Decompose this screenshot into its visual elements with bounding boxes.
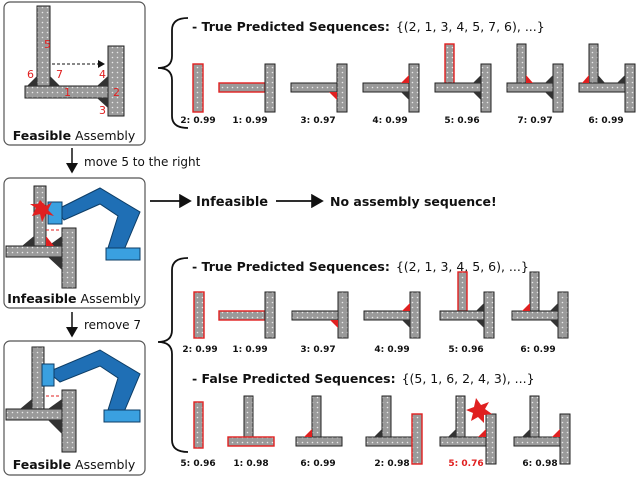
seq1-step-6 bbox=[506, 43, 564, 113]
step-label-move: move 5 to the right bbox=[84, 155, 201, 169]
seq1-caption: 6: 0.99 bbox=[588, 116, 623, 126]
bracket bbox=[22, 236, 34, 246]
collision-burst-icon bbox=[466, 398, 492, 423]
group-header-1: - True Predicted Sequences:{(2, 1, 3, 4,… bbox=[192, 19, 545, 34]
part-2-beam bbox=[61, 389, 77, 453]
part-label-2: 2 bbox=[113, 86, 120, 99]
seq1-caption: 7: 0.97 bbox=[517, 116, 552, 126]
group-header-2: - True Predicted Sequences:{(2, 1, 3, 4,… bbox=[192, 259, 529, 274]
part-label-5: 5 bbox=[44, 38, 51, 51]
group-header-3: - False Predicted Sequences:{(5, 1, 6, 2… bbox=[192, 371, 535, 386]
bracket bbox=[48, 257, 62, 270]
seq1-step-3 bbox=[290, 63, 348, 113]
bracket bbox=[48, 399, 62, 409]
part-2-beam bbox=[107, 45, 125, 117]
collision-burst-icon bbox=[30, 200, 54, 222]
seq1-caption: 4: 0.99 bbox=[372, 116, 407, 126]
brace-top bbox=[157, 17, 189, 129]
seq1-step-7 bbox=[578, 43, 636, 113]
part-label-6: 6 bbox=[27, 68, 34, 81]
seq3-step-1 bbox=[193, 401, 204, 449]
panel-feasible-bottom: Feasible Assembly bbox=[3, 340, 146, 476]
seq3-caption: 1: 0.98 bbox=[233, 459, 268, 469]
seq2-step-6 bbox=[511, 271, 569, 339]
panel-caption: Feasible Assembly bbox=[13, 128, 136, 143]
part-1-beam bbox=[5, 245, 69, 258]
part-4-bracket bbox=[97, 76, 108, 86]
seq3-step-6 bbox=[513, 395, 571, 465]
panel-feasible-top: 5 1 2 3 4 6 7 Feasible Assembly bbox=[3, 1, 146, 146]
panel-caption: Feasible Assembly bbox=[13, 457, 136, 472]
seq3-caption-failed: 5: 0.76 bbox=[448, 459, 483, 469]
no-sequence-label: No assembly sequence! bbox=[330, 194, 497, 209]
seq2-step-4 bbox=[363, 291, 421, 339]
seq2-caption: 3: 0.97 bbox=[300, 345, 335, 355]
infeasible-label: Infeasible bbox=[196, 195, 268, 210]
part-label-1: 1 bbox=[64, 86, 71, 99]
part-label-3: 3 bbox=[99, 104, 106, 117]
seq1-step-2 bbox=[218, 63, 276, 113]
seq2-caption: 2: 0.99 bbox=[182, 345, 217, 355]
seq1-caption: 5: 0.96 bbox=[444, 116, 479, 126]
seq1-caption: 3: 0.97 bbox=[300, 116, 335, 126]
seq2-caption: 4: 0.99 bbox=[374, 345, 409, 355]
seq3-step-3 bbox=[295, 395, 343, 447]
seq3-caption: 6: 0.99 bbox=[300, 459, 335, 469]
bracket bbox=[48, 420, 62, 434]
part-label-7: 7 bbox=[56, 68, 63, 81]
robot-base bbox=[105, 247, 141, 261]
part-7-bracket bbox=[50, 76, 60, 86]
panel-infeasible: Infeasible Assembly bbox=[3, 177, 146, 309]
brace-bottom bbox=[157, 257, 189, 453]
part-6-bracket bbox=[27, 76, 37, 86]
part-3-bracket bbox=[97, 98, 108, 108]
step-label-remove: remove 7 bbox=[84, 318, 141, 332]
part-2-beam bbox=[61, 227, 77, 289]
seq3-caption: 5: 0.96 bbox=[180, 459, 215, 469]
seq1-step-4 bbox=[362, 63, 420, 113]
seq1-step-5 bbox=[434, 43, 492, 113]
seq3-step-5 bbox=[439, 395, 497, 465]
seq2-caption: 5: 0.96 bbox=[448, 345, 483, 355]
panel-caption: Infeasible Assembly bbox=[7, 291, 141, 306]
seq2-step-3 bbox=[291, 291, 349, 339]
seq2-caption: 1: 0.99 bbox=[232, 345, 267, 355]
seq1-caption: 1: 0.99 bbox=[232, 116, 267, 126]
seq2-step-1 bbox=[193, 291, 205, 339]
part-label-4: 4 bbox=[99, 68, 106, 81]
seq3-caption: 6: 0.98 bbox=[522, 459, 557, 469]
seq2-caption: 6: 0.99 bbox=[520, 345, 555, 355]
red-bracket bbox=[46, 236, 54, 246]
seq1-caption: 2: 0.99 bbox=[180, 116, 215, 126]
seq2-step-2 bbox=[218, 291, 276, 339]
part-1-beam bbox=[5, 408, 69, 421]
bracket bbox=[20, 399, 32, 409]
seq3-step-2 bbox=[227, 395, 275, 447]
seq2-step-5 bbox=[439, 271, 495, 339]
robot-gripper bbox=[41, 363, 55, 387]
robot-base bbox=[103, 409, 141, 423]
seq1-step-1 bbox=[192, 63, 204, 113]
seq3-caption: 2: 0.98 bbox=[374, 459, 409, 469]
seq3-step-4 bbox=[365, 395, 423, 465]
